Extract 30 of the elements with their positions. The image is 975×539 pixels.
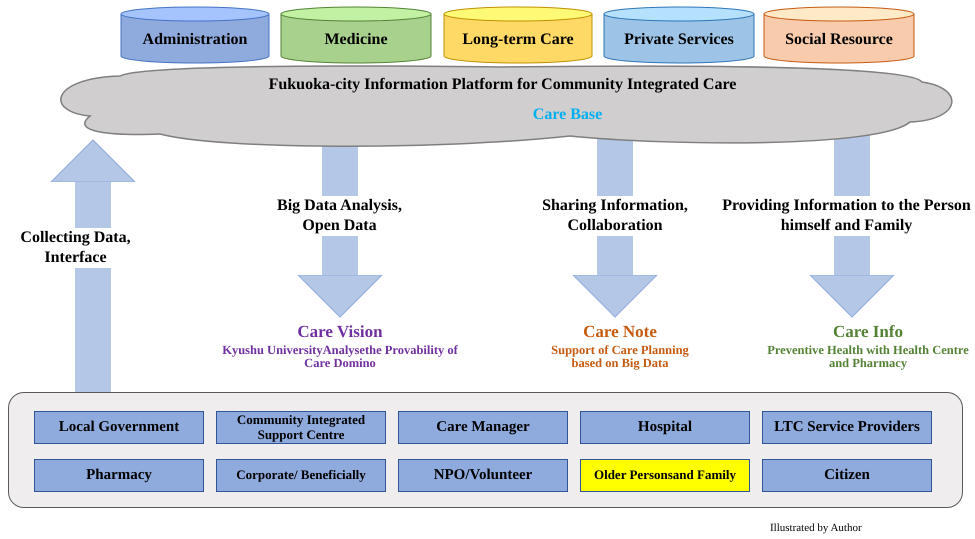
caption: Illustrated by Author [770, 522, 862, 534]
category-label: Medicine [323, 31, 389, 49]
stakeholder-box: Community Integrated Support Centre [216, 411, 386, 444]
system-description: Kyushu UniversityAnalysethe Provability of Care Domino [222, 344, 458, 372]
stakeholder-box: Older Personsand Family [580, 459, 750, 492]
stakeholder-box: Care Manager [398, 411, 568, 444]
database-cylinder [603, 6, 755, 64]
system-name: Care Note [583, 322, 657, 342]
system-name: Care Info [832, 322, 904, 342]
database-cylinder [120, 6, 270, 64]
stakeholder-box: Local Government [34, 411, 204, 444]
stakeholder-panel [8, 392, 963, 508]
stakeholder-box: NPO/Volunteer [398, 459, 568, 492]
stakeholder-box: Citizen [762, 459, 932, 492]
platform-title: Fukuoka-city Information Platform for Community Integrated Care [268, 76, 736, 94]
stakeholder-box: Hospital [580, 411, 750, 444]
category-label: Administration [142, 31, 248, 49]
stakeholder-box: Pharmacy [34, 459, 204, 492]
database-cylinder [763, 6, 915, 64]
category-label: Social Resource [784, 31, 894, 49]
database-cylinder [280, 6, 432, 64]
platform-name: Care Base [532, 106, 602, 124]
system-description: Support of Care Planning based on Big Data [550, 344, 690, 372]
system-description: Preventive Health with Health Centre and Pharmacy [766, 344, 970, 372]
database-cylinder [443, 6, 593, 64]
category-label: Private Services [623, 31, 735, 49]
stakeholder-box: Corporate/ Beneficially [216, 459, 386, 492]
stakeholder-box: LTC Service Providers [762, 411, 932, 444]
category-label: Long-term Care [461, 31, 575, 49]
system-name: Care Vision [297, 322, 383, 342]
